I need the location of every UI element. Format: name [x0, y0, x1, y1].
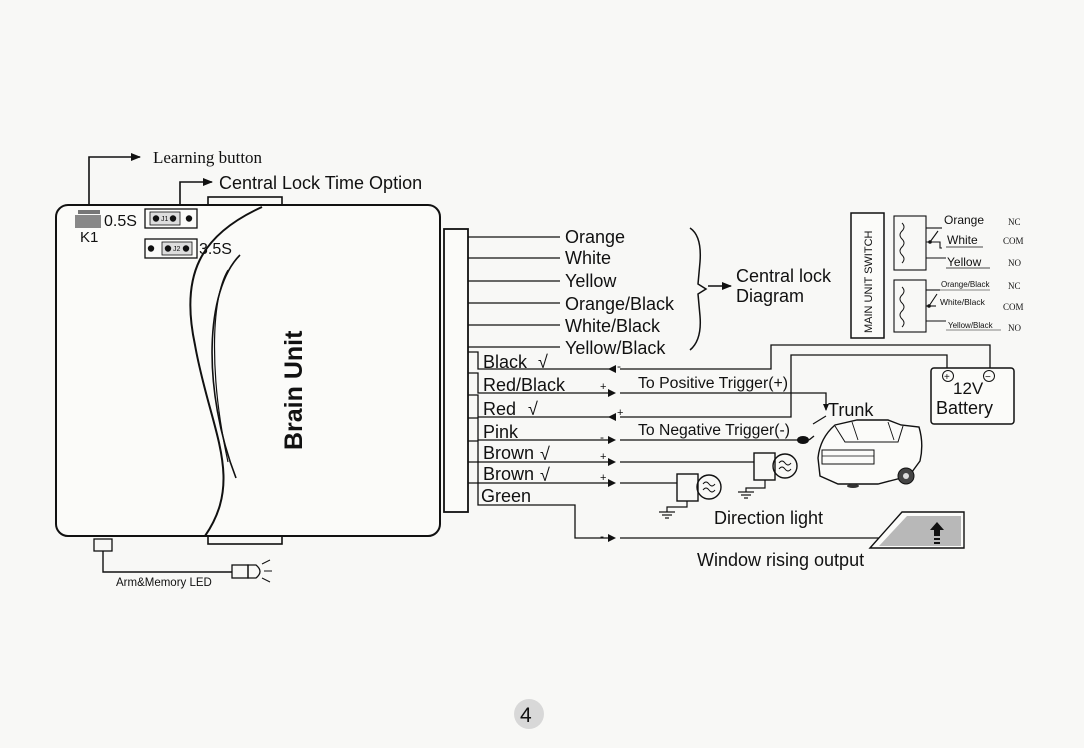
green-polarity: -	[600, 529, 604, 543]
brain-unit-title: Brain Unit	[280, 330, 308, 450]
red-polarity: +	[617, 407, 623, 419]
relay1-nc: NC	[1008, 217, 1021, 227]
brown1-polarity: +	[600, 451, 606, 463]
red-black-polarity: +	[600, 381, 606, 393]
harness-connector	[443, 228, 469, 513]
pink-polarity: -	[600, 430, 604, 444]
central-lock-wire-group: Orange White Yellow Orange/Black White/B…	[468, 227, 832, 358]
central-lock-time-callout: Central Lock Time Option	[179, 173, 422, 206]
relay2-com: COM	[1003, 302, 1024, 312]
arm-memory-led: Arm&Memory LED	[93, 538, 272, 589]
trunk-label: Trunk	[828, 400, 874, 420]
positive-trigger-label: To Positive Trigger(+)	[638, 375, 788, 392]
led-label: Arm&Memory LED	[116, 577, 212, 589]
wire-black: Black	[483, 352, 528, 372]
relay2-wire-yellow-black: Yellow/Black	[948, 321, 994, 330]
learning-button-callout: Learning button	[88, 148, 263, 204]
relay2-wire-white-black: White/Black	[940, 297, 986, 307]
relay1-wire-white: White	[947, 233, 978, 247]
time-05-label: 0.5S	[104, 213, 137, 230]
cl-wire-yellow: Yellow	[565, 271, 617, 291]
battery: + − 12V Battery	[930, 367, 1015, 425]
battery-label: Battery	[936, 398, 993, 418]
relay-2: Orange/Black White/Black Yellow/Black NC…	[893, 279, 1024, 333]
central-lock-diagram-label-2: Diagram	[736, 286, 804, 306]
cl-wire-yellow-black: Yellow/Black	[565, 338, 666, 358]
cl-wire-orange: Orange	[565, 227, 625, 247]
battery-voltage: 12V	[953, 379, 984, 398]
relay1-no: NO	[1008, 258, 1021, 268]
page-number-badge: 4	[514, 699, 544, 729]
relay-1: Orange White Yellow NC COM NO	[893, 213, 1024, 271]
relay1-com: COM	[1003, 236, 1024, 246]
black-polarity: -	[617, 359, 621, 373]
j2-label: J2	[173, 246, 181, 253]
brown2-polarity: +	[600, 472, 606, 484]
window-icon	[868, 511, 965, 549]
learning-button-cap	[78, 210, 100, 214]
cl-wire-white: White	[565, 248, 611, 268]
relay2-wire-orange-black: Orange/Black	[941, 280, 990, 289]
battery-minus: −	[985, 372, 991, 383]
central-lock-diagram-label-1: Central lock	[736, 266, 832, 286]
wire-black-check: √	[538, 352, 548, 372]
negative-trigger-label: To Negative Trigger(-)	[638, 422, 790, 439]
wire-red-check: √	[528, 399, 538, 419]
battery-plus: +	[944, 372, 950, 383]
relay2-no: NO	[1008, 323, 1021, 333]
central-lock-time-label: Central Lock Time Option	[219, 173, 422, 193]
relay1-wire-orange: Orange	[944, 213, 984, 227]
direction-light-icon-lower	[659, 473, 722, 519]
wire-green: Green	[481, 486, 531, 506]
learning-button-label: Learning button	[153, 148, 263, 167]
time-35-label: 3.5S	[199, 241, 232, 258]
main-unit-switch: MAIN UNIT SWITCH Orange White Yellow NC …	[850, 212, 1024, 339]
wire-brown-1: Brown	[483, 443, 534, 463]
wire-brown-2-check: √	[540, 465, 550, 485]
main-wire-group: Black √ Red/Black Red √ Pink Brown √ Bro…	[468, 344, 991, 543]
main-unit-switch-title: MAIN UNIT SWITCH	[863, 230, 875, 333]
page-number: 4	[520, 704, 532, 727]
trunk-release-icon	[797, 435, 815, 444]
learning-button-k1	[75, 215, 101, 228]
wire-brown-2: Brown	[483, 464, 534, 484]
cl-wire-orange-black: Orange/Black	[565, 294, 675, 314]
car-icon	[812, 415, 923, 488]
wire-brown-1-check: √	[540, 444, 550, 464]
brain-unit: Brain Unit K1 0.5S J1 J2 3.5S	[55, 196, 441, 545]
direction-light-icon-upper	[738, 452, 798, 499]
relay1-wire-yellow: Yellow	[947, 255, 982, 269]
window-rising-label: Window rising output	[697, 550, 864, 570]
wire-red-black: Red/Black	[483, 375, 566, 395]
cl-wire-white-black: White/Black	[565, 316, 661, 336]
relay2-nc: NC	[1008, 281, 1021, 291]
j1-label: J1	[161, 216, 169, 223]
k1-label: K1	[80, 229, 98, 246]
direction-light-label: Direction light	[714, 508, 823, 528]
wire-pink: Pink	[483, 422, 519, 442]
wire-red: Red	[483, 399, 516, 419]
jumper-j2: J2	[144, 238, 198, 259]
jumper-j1: J1	[144, 208, 198, 229]
